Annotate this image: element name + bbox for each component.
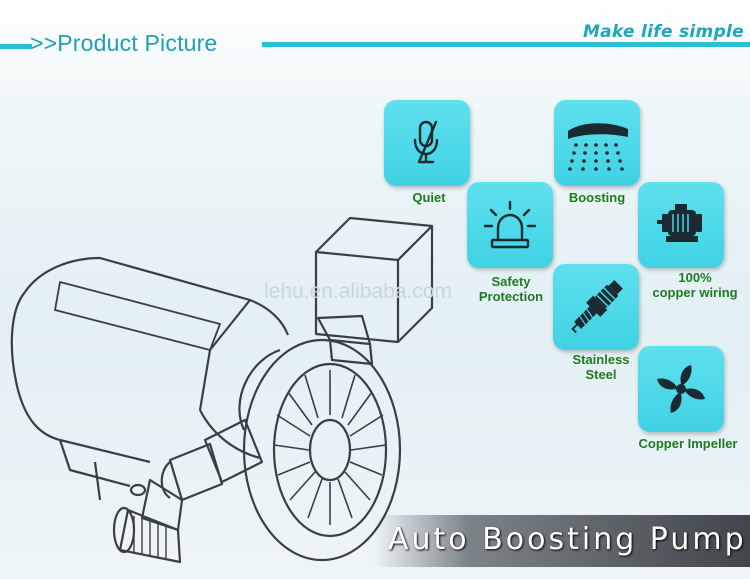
page-title: >>Product Picture	[30, 30, 218, 56]
feature-tile	[384, 100, 470, 186]
shower-head-icon	[568, 123, 628, 171]
spark-plug-icon	[571, 280, 623, 334]
feature-label-copper-impeller: Copper Impeller	[638, 436, 738, 451]
tagline: Make life simple	[582, 22, 744, 42]
impeller-icon	[657, 365, 705, 413]
feature-label-line: Safety	[491, 274, 531, 289]
feature-label-line: 100%	[678, 270, 712, 285]
alarm-light-icon	[483, 200, 537, 249]
banner-background	[374, 515, 750, 567]
watermark: lehu.en.alibaba.com	[264, 280, 452, 303]
pump-illustration	[10, 216, 434, 564]
feature-label-stainless-steel: Stainless Steel	[556, 352, 646, 382]
feature-tile	[638, 346, 724, 432]
feature-label-line: Steel	[585, 367, 617, 382]
feature-tile	[638, 182, 724, 268]
feature-label-boosting: Boosting	[568, 190, 626, 205]
feature-label-copper-wiring: 100% copper wiring	[640, 270, 750, 300]
feature-label-safety: Safety Protection	[470, 274, 552, 304]
banner-title: Auto Boosting Pump	[388, 522, 747, 557]
header-line-left	[0, 44, 32, 49]
feature-label-line: Stainless	[572, 352, 630, 367]
feature-tile	[553, 264, 639, 350]
header-line-right	[262, 42, 750, 47]
feature-label-line: copper wiring	[652, 285, 738, 300]
motor-icon	[657, 204, 702, 242]
microphone-muted-icon	[413, 120, 439, 164]
feature-label-quiet: Quiet	[412, 190, 446, 205]
feature-tile	[554, 100, 640, 186]
feature-label-line: Protection	[478, 289, 544, 304]
feature-tile	[467, 182, 553, 268]
